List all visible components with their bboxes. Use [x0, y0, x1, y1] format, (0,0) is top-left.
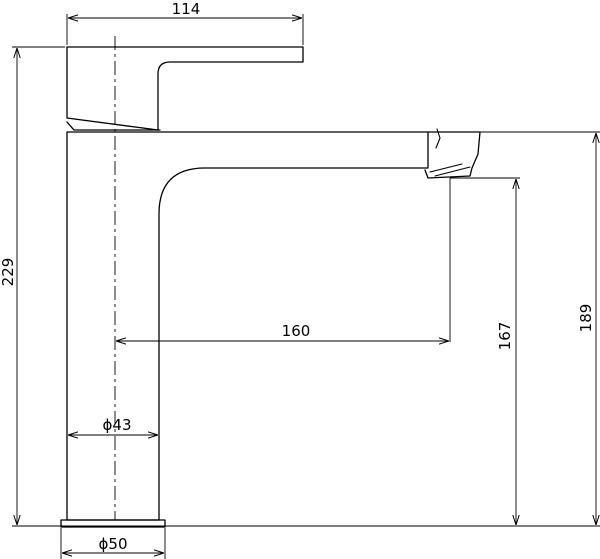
faucet-body-outline — [66, 131, 429, 521]
dim-label-167: 167 — [496, 322, 514, 351]
dim-label-229: 229 — [0, 258, 17, 287]
dim-label-160: 160 — [282, 322, 311, 340]
dim-label-114: 114 — [172, 0, 201, 18]
dim-label-189: 189 — [577, 304, 595, 333]
aerator-ring — [429, 163, 471, 177]
lever-cap-detail — [66, 121, 161, 131]
dim-label-diameter-50: ϕ50 — [99, 535, 128, 553]
dim-label-diameter-43: ϕ43 — [103, 416, 132, 434]
lever-handle — [66, 46, 304, 131]
aerator-nub — [435, 128, 441, 149]
base-flange — [60, 519, 166, 528]
lever-lower-edge — [66, 46, 159, 131]
